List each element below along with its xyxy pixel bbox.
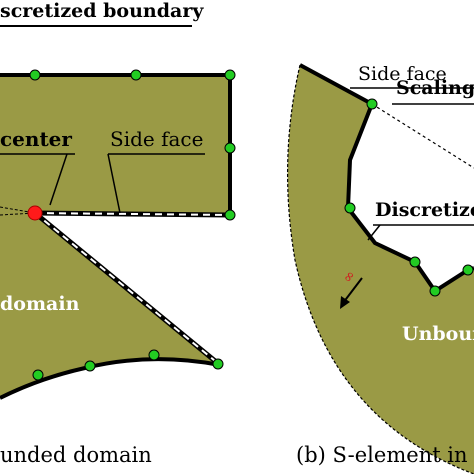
left-side-face-label: Side face — [110, 127, 203, 151]
unbounded-boundary-nodes — [344, 98, 474, 297]
node — [224, 69, 236, 81]
node — [429, 285, 441, 297]
scaling-dashed-line — [371, 103, 474, 169]
bounded-domain-label: domain — [0, 293, 80, 315]
scaling-label: Scaling — [396, 77, 474, 99]
ray-line-2 — [0, 212, 36, 216]
unbounded-domain-region — [287, 65, 474, 474]
node — [224, 209, 236, 221]
left-caption: unded domain — [0, 443, 152, 467]
node — [148, 349, 160, 361]
heading-discretized-boundary: scretized boundary — [0, 0, 204, 22]
unbounded-discretized-boundary — [345, 103, 474, 294]
node — [84, 360, 96, 372]
node — [462, 264, 474, 276]
node — [32, 369, 44, 381]
node — [366, 98, 378, 110]
bounded-boundary-nodes — [29, 69, 236, 381]
outer-infinite-edge — [287, 64, 474, 474]
node — [224, 142, 236, 154]
side-face-leader-line — [107, 153, 121, 214]
scaling-center-label: center — [0, 127, 72, 151]
ray-line-1 — [0, 206, 36, 214]
right-side-face-label: Side face — [358, 63, 447, 85]
node — [130, 69, 142, 81]
infinity-arrow-line — [342, 277, 363, 304]
right-side-face — [299, 63, 373, 106]
node — [409, 256, 421, 268]
node — [212, 358, 224, 370]
side-face-top-dash — [34, 212, 231, 216]
discretized-leader-line — [367, 224, 381, 241]
node — [344, 202, 356, 214]
center-leader-line — [49, 153, 68, 206]
discretized-label: Discretized — [375, 199, 474, 221]
node — [29, 69, 41, 81]
right-caption: (b) S-element in — [296, 443, 468, 467]
scaling-center-point — [27, 205, 43, 221]
unbounded-domain-label: Unboun — [402, 323, 474, 345]
infinity-arrow-head — [340, 296, 350, 309]
bounded-domain-region — [0, 75, 230, 398]
side-face-diagonal-dash — [34, 212, 221, 366]
